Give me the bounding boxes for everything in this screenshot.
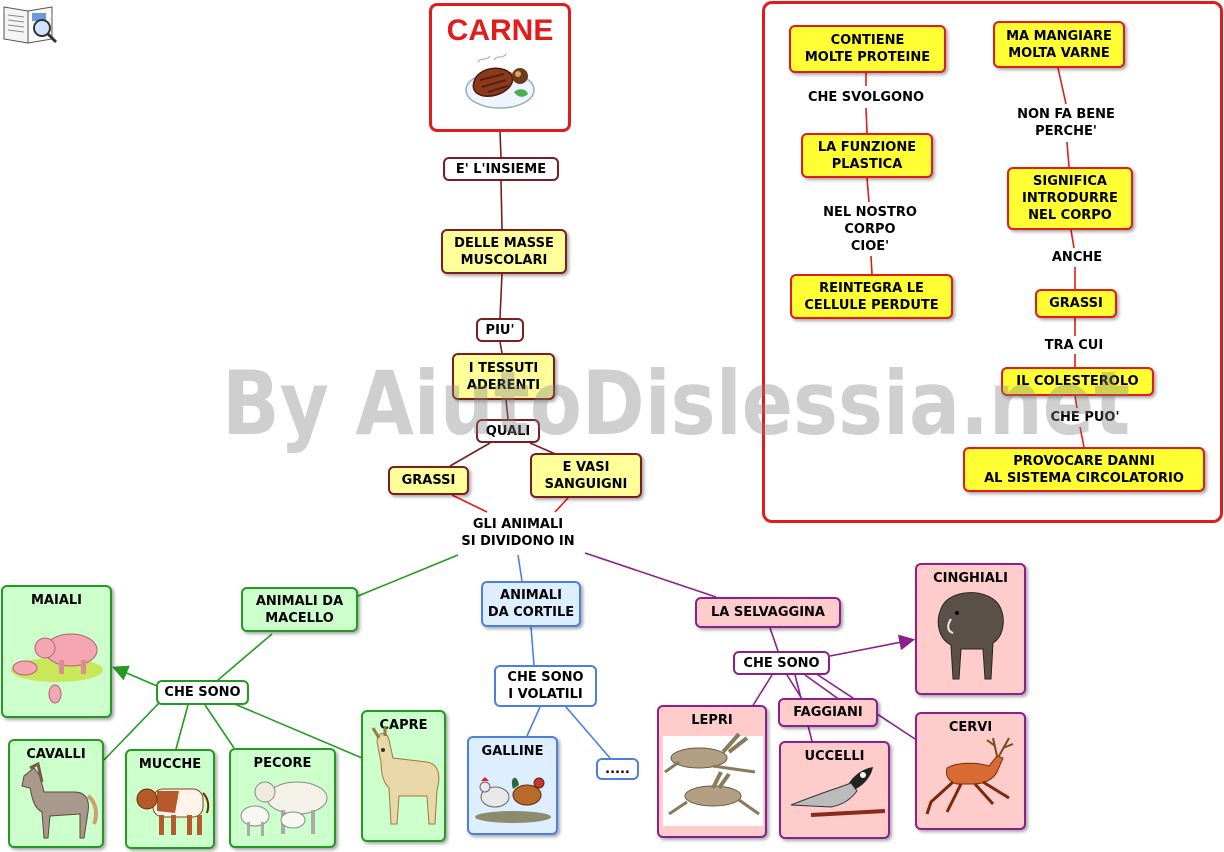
- sheep-icon: [240, 781, 328, 836]
- card-galline: GALLINE: [467, 736, 558, 835]
- book-magnifier-icon: [3, 6, 58, 44]
- goat-icon: [371, 726, 440, 825]
- card-maiali-label: MAIALI: [30, 593, 83, 608]
- panel-reintegra: REINTEGRA LE CELLULE PERDUTE: [790, 274, 953, 319]
- card-maiali: MAIALI: [1, 585, 112, 718]
- node-animali-dividono: GLI ANIMALI SI DIVIDONO IN: [461, 517, 575, 549]
- panel-mangiare: MA MANGIARE MOLTA VARNE: [993, 21, 1125, 68]
- cow-icon: [136, 788, 210, 835]
- title-box: CARNE: [429, 3, 571, 132]
- card-uccelli-label: UCCELLI: [804, 749, 865, 764]
- card-uccelli: UCCELLI: [779, 741, 890, 839]
- card-cervi: CERVI: [915, 712, 1026, 830]
- node-macello-che-sono: CHE SONO: [156, 680, 249, 705]
- card-pecore-label: PECORE: [253, 756, 312, 771]
- panel-svolgono: CHE SVOLGONO: [807, 89, 924, 105]
- deer-icon: [925, 737, 1014, 815]
- info-panel: [762, 1, 1223, 523]
- panel-plastica: LA FUNZIONE PLASTICA: [801, 133, 933, 178]
- steak-plate-icon: [465, 53, 535, 109]
- card-lepri: LEPRI: [657, 705, 767, 838]
- card-mucche: MUCCHE: [125, 749, 215, 849]
- node-cortile-altro: .....: [596, 758, 639, 780]
- boar-icon: [937, 592, 1004, 680]
- panel-colesterolo: IL COLESTEROLO: [1001, 367, 1154, 396]
- node-quali: QUALI: [476, 419, 540, 443]
- node-grassi: GRASSI: [388, 466, 469, 495]
- node-fagiani: FAGGIANI: [778, 698, 878, 727]
- card-cavalli-label: CAVALLI: [26, 747, 86, 762]
- card-pecore: PECORE: [229, 748, 336, 848]
- node-animali-macello: ANIMALI DA MACELLO: [241, 587, 358, 632]
- node-vasi-sanguigni: E VASI SANGUIGNI: [530, 453, 642, 498]
- card-cinghiali: CINGHIALI: [915, 563, 1026, 695]
- bird-icon: [790, 767, 886, 817]
- node-selvaggina: LA SELVAGGINA: [695, 597, 841, 628]
- card-lepri-label: LEPRI: [691, 713, 733, 728]
- panel-danni: PROVOCARE DANNI AL SISTEMA CIRCOLATORIO: [963, 447, 1205, 492]
- node-selvaggina-che-sono: CHE SONO: [733, 651, 830, 675]
- card-capre-label: CAPRE: [379, 718, 428, 733]
- card-cinghiali-label: CINGHIALI: [933, 571, 1008, 586]
- panel-grassi: GRASSI: [1035, 289, 1117, 318]
- panel-non-fa-bene: NON FA BENE PERCHE': [1017, 107, 1115, 139]
- card-cervi-label: CERVI: [948, 720, 993, 735]
- panel-corpo: NEL NOSTRO CORPO CIOE': [823, 204, 917, 254]
- panel-tra-cui: TRA CUI: [1044, 337, 1104, 353]
- node-animali-cortile: ANIMALI DA CORTILE: [481, 581, 581, 627]
- node-tessuti-aderenti: I TESSUTI ADERENTI: [452, 353, 555, 400]
- panel-che-puo: CHE PUO': [1050, 410, 1120, 425]
- node-cortile-che-sono: CHE SONO I VOLATILI: [494, 665, 597, 707]
- pig-icon: [11, 633, 103, 704]
- node-e-linsieme: E' L'INSIEME: [443, 157, 559, 181]
- hare-icon: [663, 732, 763, 826]
- card-galline-label: GALLINE: [481, 744, 544, 759]
- card-capre: CAPRE: [361, 710, 446, 842]
- hen-icon: [475, 777, 551, 823]
- panel-proteine: CONTIENE MOLTE PROTEINE: [789, 25, 946, 73]
- card-mucche-label: MUCCHE: [138, 757, 202, 772]
- panel-significa: SIGNIFICA INTRODURRE NEL CORPO: [1007, 167, 1133, 230]
- node-masse-muscolari: DELLE MASSE MUSCOLARI: [441, 229, 567, 274]
- panel-anche: ANCHE: [1051, 250, 1103, 265]
- horse-icon: [21, 761, 98, 839]
- page-title: CARNE: [446, 14, 554, 47]
- card-cavalli: CAVALLI: [8, 739, 104, 848]
- node-piu: PIU': [476, 318, 524, 342]
